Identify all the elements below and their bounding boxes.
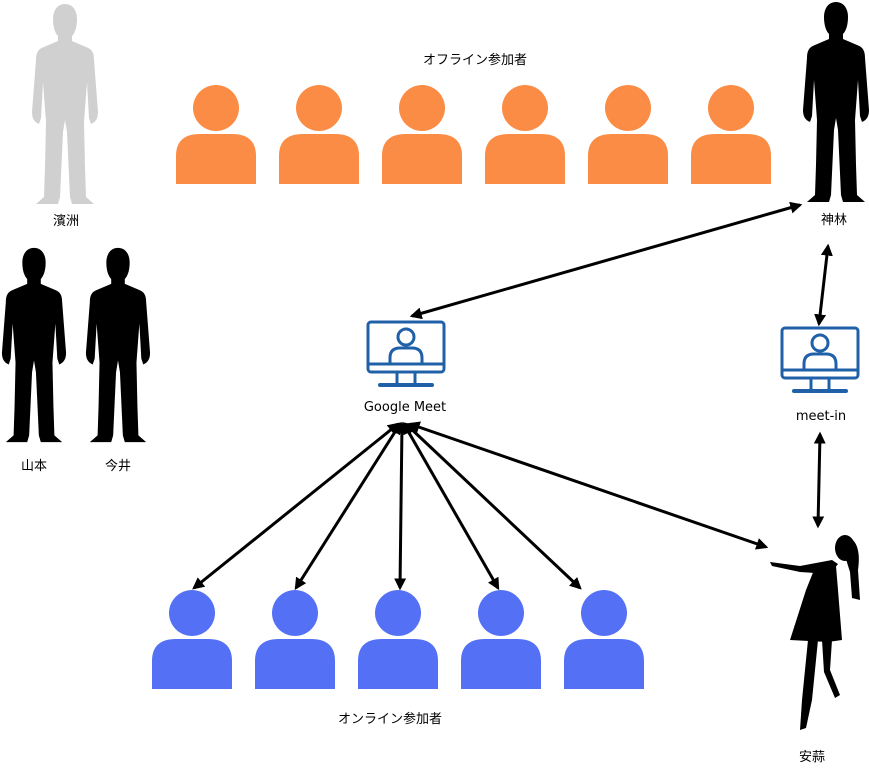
arrow-kanbayashi-meetin <box>814 243 833 327</box>
yamamoto-silhouette <box>1 247 67 443</box>
offline-participants-title: オフライン参加者 <box>422 53 528 68</box>
offline-participants-group <box>176 85 771 184</box>
anhiru-silhouette <box>770 535 860 730</box>
kanbayashi-silhouette <box>803 2 869 202</box>
imai-silhouette <box>85 247 151 443</box>
online-person-icon-3 <box>358 590 438 689</box>
offline-person-icon-4 <box>485 85 565 184</box>
offline-person-icon-2 <box>279 85 359 184</box>
offline-person-icon-3 <box>382 85 462 184</box>
offline-person-icon-6 <box>691 85 771 184</box>
online-participants-title: オンライン参加者 <box>337 712 443 727</box>
anhiru-label: 安蒜 <box>798 750 826 765</box>
arrow-googlemeet-online-1 <box>192 422 400 590</box>
arrow-googlemeet-online-5 <box>404 422 582 590</box>
yamamoto-label: 山本 <box>20 459 48 474</box>
offline-person-icon-1 <box>176 85 256 184</box>
google-meet-monitor-icon <box>366 320 446 387</box>
hamasu-label: 濱洲 <box>52 214 80 229</box>
google-meet-label: Google Meet <box>363 400 447 415</box>
arrow-meetin-anhiru <box>812 431 826 529</box>
online-person-icon-2 <box>255 590 335 689</box>
hamasu-silhouette <box>32 4 98 204</box>
arrow-googlemeet-kanbayashi <box>409 201 803 320</box>
arrow-googlemeet-online-3 <box>394 421 408 591</box>
connection-arrows <box>192 201 833 591</box>
arrow-googlemeet-online-2 <box>294 421 402 591</box>
online-person-icon-4 <box>461 590 541 689</box>
online-person-icon-1 <box>152 590 232 689</box>
online-person-icon-5 <box>564 590 644 689</box>
meet-in-monitor-icon <box>780 326 860 393</box>
offline-person-icon-5 <box>588 85 668 184</box>
kanbayashi-label: 神林 <box>820 213 848 228</box>
meet-in-label: meet-in <box>795 409 847 424</box>
online-participants-group <box>152 590 644 689</box>
imai-label: 今井 <box>104 459 132 474</box>
